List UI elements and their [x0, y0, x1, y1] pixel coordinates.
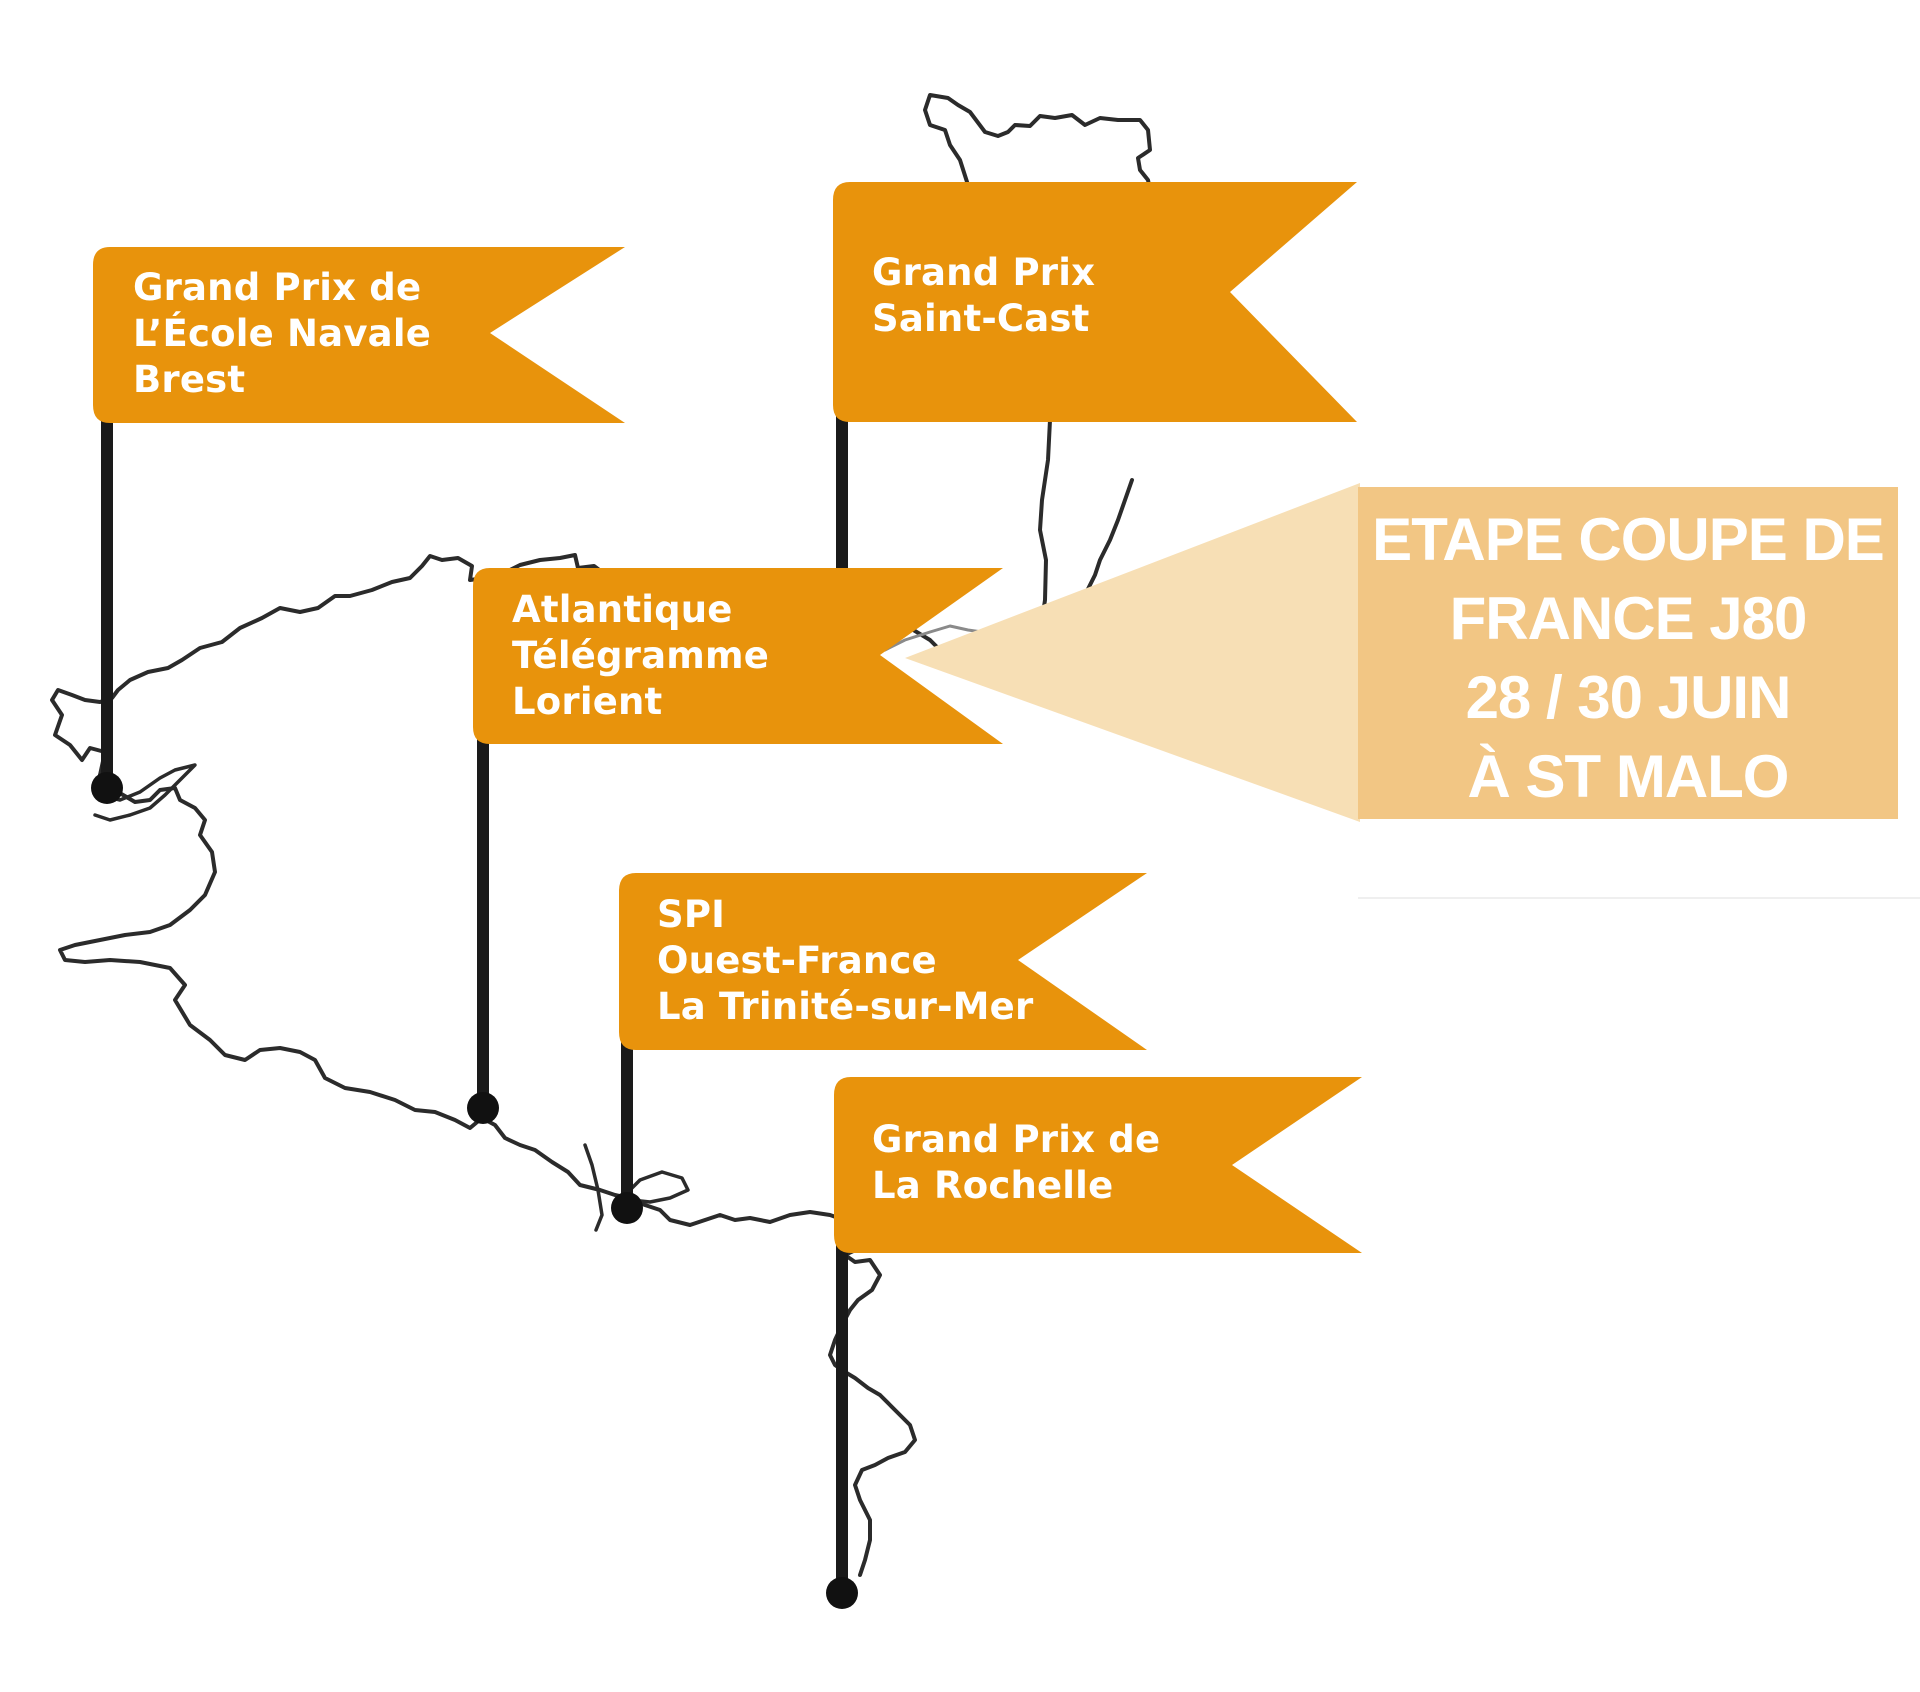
flag-saint-cast-icon — [833, 182, 1357, 422]
flag-label-brest: Grand Prix de L’École Navale Brest — [133, 265, 431, 403]
flag-label-line: Grand Prix de — [872, 1118, 1161, 1161]
location-markers — [91, 772, 858, 1609]
flags — [93, 182, 1362, 1253]
south-coastline — [58, 773, 917, 1577]
flag-label-line: Brest — [133, 358, 246, 401]
flag-label-line: La Trinité-sur-Mer — [657, 985, 1034, 1028]
flag-label-line: Grand Prix de — [133, 266, 422, 309]
flag-label-lorient: Atlantique Télégramme Lorient — [512, 587, 769, 725]
flag-label-line: L’École Navale — [133, 312, 432, 355]
flag-label-line: Lorient — [512, 680, 663, 723]
flag-label-line: Saint-Cast — [872, 297, 1090, 340]
flag-la-trinite-icon — [619, 873, 1147, 1050]
flag-poles — [101, 389, 848, 1599]
marker-lorient-icon — [467, 1092, 499, 1124]
flag-label-saint-cast: Grand Prix Saint-Cast — [872, 250, 1095, 342]
marker-brest-icon — [91, 772, 123, 804]
flag-lorient-icon — [473, 568, 1003, 744]
flag-label-la-trinite: SPI Ouest-France La Trinité-sur-Mer — [657, 892, 1033, 1030]
flag-label-line: Ouest-France — [657, 939, 937, 982]
morbihan-inlet — [623, 1170, 690, 1204]
flag-label-line: Grand Prix — [872, 251, 1096, 294]
quiberon-peninsula — [583, 1143, 604, 1232]
marker-la-trinite-icon — [611, 1192, 643, 1224]
callout-line: FRANCE J80 — [1449, 585, 1808, 652]
callout-box — [1358, 487, 1898, 819]
callout-line: 28 / 30 JUIN — [1465, 664, 1792, 731]
brest-inlet — [93, 763, 197, 822]
flag-label-la-rochelle: Grand Prix de La Rochelle — [872, 1117, 1160, 1209]
flag-label-line: La Rochelle — [872, 1164, 1114, 1207]
callout-beam — [905, 483, 1360, 822]
flag-label-line: SPI — [657, 893, 726, 936]
flag-label-line: Atlantique — [512, 588, 733, 631]
flag-brest-icon — [93, 247, 625, 423]
callout-line: ETAPE COUPE DE — [1372, 506, 1885, 573]
flag-label-line: Télégramme — [512, 634, 770, 677]
marker-la-rochelle-icon — [826, 1577, 858, 1609]
flag-la-rochelle-icon — [834, 1077, 1362, 1253]
callout-line: À ST MALO — [1467, 743, 1790, 810]
callout-text: ETAPE COUPE DE FRANCE J80 28 / 30 JUIN À… — [1358, 500, 1898, 816]
